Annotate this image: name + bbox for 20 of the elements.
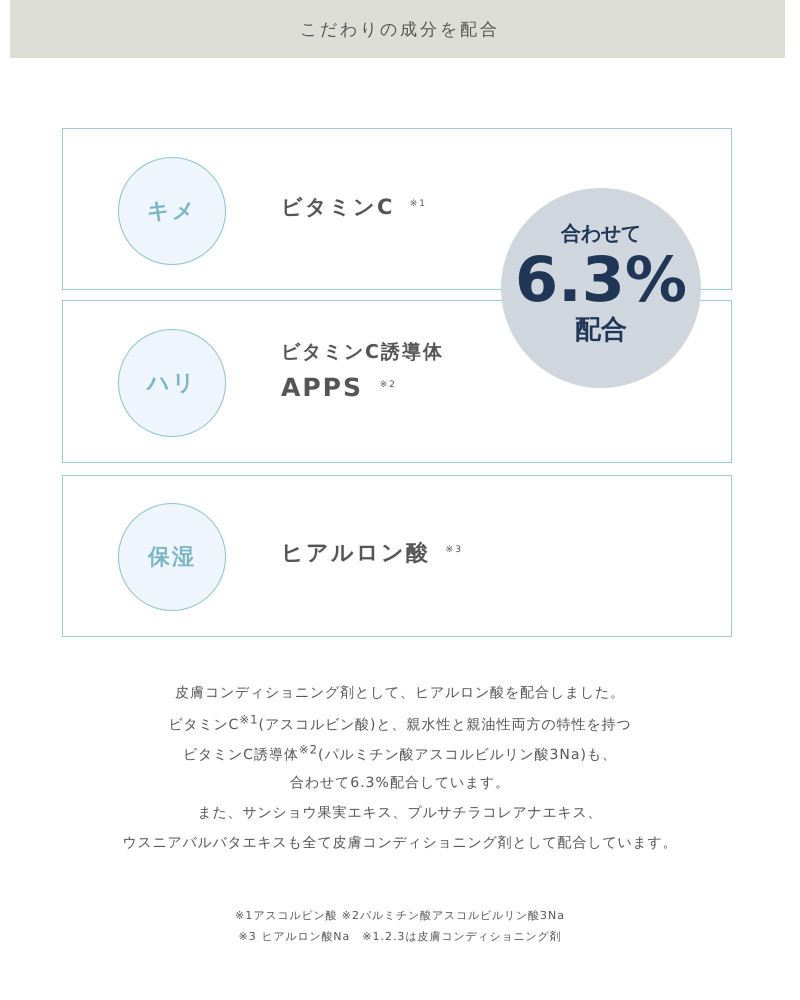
description-text: ビタミンC$^{※1}$(アスコルビン酸)と、親水性と親油性両方の特性を持つ (168, 716, 632, 733)
description-text: また、サンショウ果実エキス、プルサチラコレアナエキス、 (198, 805, 602, 821)
benefit-label: キメ (147, 198, 197, 226)
section-title: こだわりの成分を配合 (300, 19, 500, 41)
badge-text: 合わせて (560, 222, 642, 244)
footnote-text: ※1アスコルビン酸 ※2パルミチン酸アスコルビルリン酸3Na (235, 909, 565, 922)
ingredient-card (62, 475, 732, 637)
ingredient-name: ヒアルロン酸 $^{※3}$ (281, 540, 463, 568)
description-text: ビタミンC誘導体$^{※2}$(パルミチン酸アスコルビルリン酸3Na)も、 (183, 746, 617, 763)
benefit-label: 保湿 (148, 544, 196, 572)
ingredient-name: ビタミンC誘導体 (281, 340, 444, 365)
ingredient-name: APPS $^{※2}$ (281, 373, 397, 402)
benefit-label: ハリ (147, 370, 197, 398)
badge-text: 配合 (574, 316, 628, 345)
percentage-value: 6.3% (514, 246, 688, 314)
footnote-text: ※3 ヒアルロン酸Na ※1.2.3は皮膚コンディショニング剤 (238, 930, 562, 943)
ingredient-name: ビタミンC $^{※1}$ (281, 194, 428, 221)
description-text: 皮膚コンディショニング剤として、ヒアルロン酸を配合しました。 (175, 685, 625, 701)
description-text: ウスニアバルバタエキスも全て皮膚コンディショニング剤として配合しています。 (122, 835, 678, 851)
description-text: 合わせて6.3%配合しています。 (290, 775, 510, 791)
